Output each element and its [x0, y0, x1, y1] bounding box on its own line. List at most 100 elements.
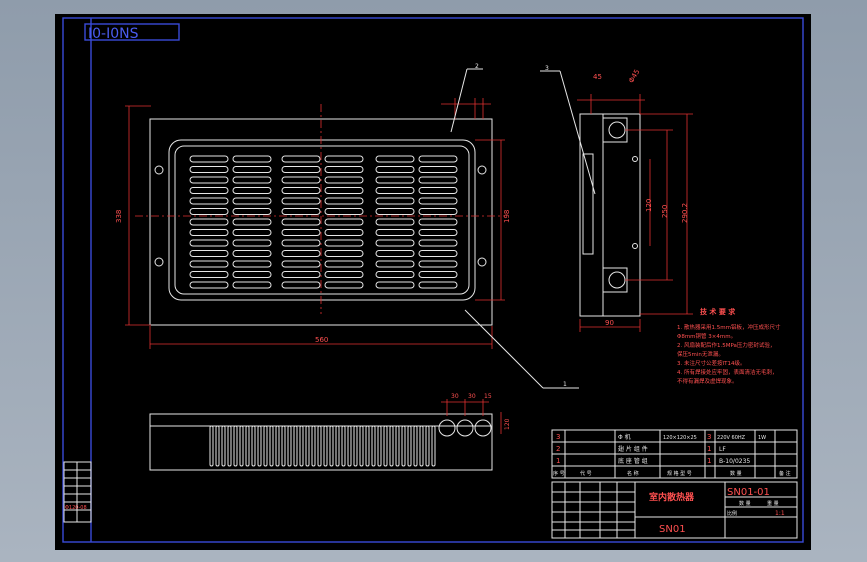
bottom-slot [287, 425, 292, 467]
fin-slot [281, 250, 321, 257]
dim-bottom-1: 30 [451, 393, 459, 400]
pipe-1 [438, 419, 456, 437]
balloon-3: 3 [545, 65, 549, 72]
fin-slot [189, 208, 229, 215]
left-sidebar-table: Φ120-08 [63, 461, 92, 523]
balloon-2: 2 [475, 63, 479, 70]
fin-slot [189, 260, 229, 268]
dim-bottom-2: 30 [468, 393, 476, 400]
bottom-slot [227, 425, 232, 467]
fin-slot [324, 218, 364, 226]
fin-slot [281, 197, 321, 205]
bottom-slot [377, 425, 382, 467]
front-inner-outer [168, 139, 476, 301]
bom-row1-spec: 120×120×25 [663, 435, 697, 441]
fin-slot [324, 260, 364, 268]
fin-slot [232, 229, 272, 236]
fin-slot [324, 281, 364, 289]
fin-slot [189, 218, 229, 226]
pipe-3 [474, 419, 492, 437]
side-view: 45 Φ45 90 290.2 250 120 3 [540, 65, 693, 332]
fin-slot [375, 281, 415, 289]
fin-slot [232, 250, 272, 257]
fin-slot [281, 155, 321, 163]
bottom-slots [209, 425, 436, 467]
bom-row2-name: 翅 片 组 件 [618, 445, 648, 453]
bottom-outline [149, 413, 493, 471]
dim-width: 560 [315, 336, 328, 344]
bom-row3-seq2: 1 [707, 457, 711, 465]
leader-2 [450, 68, 468, 133]
fin-slot [375, 176, 415, 184]
fin-slot [324, 229, 364, 236]
fin-slot [324, 155, 364, 163]
fin-slot [324, 197, 364, 205]
fin-slot [375, 197, 415, 205]
balloon-1: 1 [563, 381, 567, 388]
fin-slot [281, 187, 321, 194]
fin-slot [375, 271, 415, 278]
fin-slot [232, 176, 272, 184]
dim-side-dia: Φ45 [627, 68, 641, 84]
bom-row2-spec2: LF [719, 446, 726, 453]
bom-row2-seq: 2 [556, 445, 560, 453]
fin-slot [189, 271, 229, 278]
qty-label: 数 量 [739, 500, 751, 507]
fin-slot [418, 281, 458, 289]
note-line: Φ8mm铜管 3×4mm。 [677, 332, 736, 340]
fin-slot [418, 208, 458, 215]
bottom-slot [275, 425, 280, 467]
fin-slot [189, 155, 229, 163]
fin-slot [418, 250, 458, 257]
fin-slot [375, 208, 415, 215]
drawing-number: SN01 [659, 524, 686, 535]
dim-inner: 198 [503, 210, 511, 223]
fin-slot [418, 218, 458, 226]
bottom-slot [209, 425, 214, 467]
fin-slot [189, 239, 229, 247]
front-outline [149, 118, 493, 326]
fin-slot [281, 239, 321, 247]
bom-head-qty: 数 量 [730, 470, 742, 477]
notes-title: 技 术 要 求 [700, 307, 736, 316]
bom-row1-seq: 3 [556, 433, 560, 441]
bottom-slot [215, 425, 220, 467]
note-line: 2. 风扇装配后作1.5MPa压力密封试验， [677, 341, 775, 349]
bom-head-seq: 序 号 [553, 470, 565, 477]
fin-slot [281, 271, 321, 278]
fin-slot [324, 208, 364, 215]
side-hole-bottom [608, 271, 626, 289]
bottom-slot [269, 425, 274, 467]
fin-slot [324, 176, 364, 184]
bom-head-name: 名 称 [627, 470, 639, 477]
sheet-frame [62, 17, 804, 543]
part-number: SN01-01 [727, 487, 770, 498]
fin-slot [418, 239, 458, 247]
fin-slot [324, 166, 364, 173]
dim-height: 338 [115, 210, 123, 223]
bom-row2-seq2: 1 [707, 445, 711, 453]
fin-slot [232, 239, 272, 247]
bom-row1-seq2: 3 [707, 433, 711, 441]
title-block: 室内散热器 SN01 SN01-01 数 量 重 量 比例 1:1 [551, 481, 798, 539]
bom-head-code: 代 号 [580, 470, 592, 477]
ratio-label: 比例 [727, 510, 737, 517]
sidebar-label: Φ120-08 [65, 505, 87, 511]
fin-slot [189, 166, 229, 173]
bottom-slot [221, 425, 226, 467]
bottom-slot [371, 425, 376, 467]
fin-slot [375, 218, 415, 226]
bottom-slot [383, 425, 388, 467]
bom-head-note: 备 注 [779, 470, 791, 477]
fin-slot [189, 229, 229, 236]
bottom-slot [293, 425, 298, 467]
fin-slot [189, 197, 229, 205]
leader-1 [464, 309, 544, 389]
note-line: 保压5min无泄漏。 [677, 350, 724, 358]
fin-slot [418, 260, 458, 268]
weight-label: 重 量 [767, 500, 779, 507]
part-name: 室内散热器 [649, 491, 695, 503]
bottom-slot [317, 425, 322, 467]
fin-slot [189, 176, 229, 184]
title-code: I0-I0NS [88, 26, 139, 42]
